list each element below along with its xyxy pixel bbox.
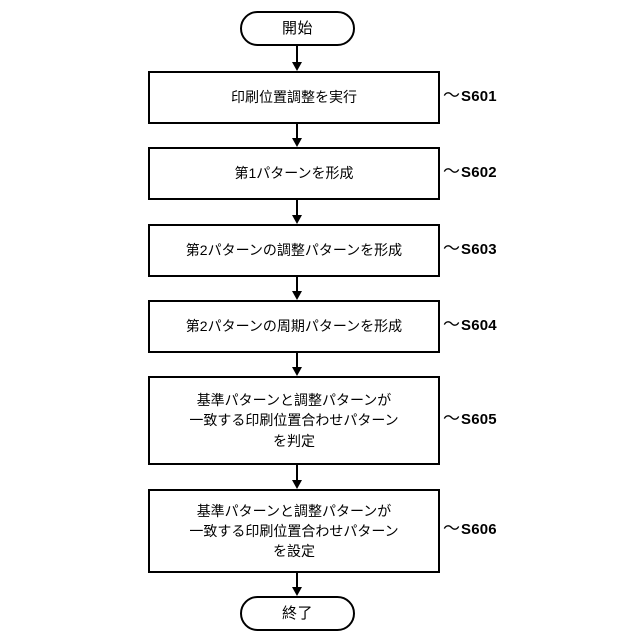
connector-s602-to-s603 xyxy=(296,200,298,215)
arrowhead-s605-to-s606 xyxy=(292,480,302,489)
tilde-icon: 〜 xyxy=(443,162,460,181)
tilde-icon: 〜 xyxy=(443,519,460,538)
step-id-s601: S601 xyxy=(461,88,497,105)
connector-s606-to-end xyxy=(296,573,298,587)
connector-s605-to-s606 xyxy=(296,465,298,480)
process-box-s603-label: 第2パターンの調整パターンを形成 xyxy=(185,242,403,259)
step-label-s605: 〜 S605 xyxy=(443,409,497,428)
step-id-s606: S606 xyxy=(461,521,497,538)
process-box-s604-label: 第2パターンの周期パターンを形成 xyxy=(185,318,403,335)
arrowhead-s603-to-s604 xyxy=(292,291,302,300)
step-id-s602: S602 xyxy=(461,164,497,181)
step-id-s605: S605 xyxy=(461,411,497,428)
connector-s601-to-s602 xyxy=(296,124,298,139)
arrowhead-s606-to-end xyxy=(292,587,302,596)
step-label-s602: 〜 S602 xyxy=(443,162,497,181)
connector-s603-to-s604 xyxy=(296,277,298,292)
tilde-icon: 〜 xyxy=(443,315,460,334)
connector-start-to-s601 xyxy=(296,46,298,63)
arrowhead-s602-to-s603 xyxy=(292,215,302,224)
step-id-s603: S603 xyxy=(461,241,497,258)
process-box-s606-label: 基準パターンと調整パターンが 一致する印刷位置合わせパターン を設定 xyxy=(189,502,399,560)
step-label-s606: 〜 S606 xyxy=(443,519,497,538)
arrowhead-start-to-s601 xyxy=(292,62,302,71)
process-box-s601-label: 印刷位置調整を実行 xyxy=(231,89,357,106)
process-box-s606: 基準パターンと調整パターンが 一致する印刷位置合わせパターン を設定 xyxy=(148,489,440,573)
end-terminator-label: 終了 xyxy=(281,605,313,622)
process-box-s602: 第1パターンを形成 xyxy=(148,147,440,200)
process-box-s602-label: 第1パターンを形成 xyxy=(234,165,354,182)
process-box-s604: 第2パターンの周期パターンを形成 xyxy=(148,300,440,353)
process-box-s603: 第2パターンの調整パターンを形成 xyxy=(148,224,440,277)
start-terminator-label: 開始 xyxy=(281,20,313,37)
arrowhead-s601-to-s602 xyxy=(292,138,302,147)
end-terminator: 終了 xyxy=(240,596,355,631)
step-label-s604: 〜 S604 xyxy=(443,315,497,334)
step-label-s601: 〜 S601 xyxy=(443,86,497,105)
process-box-s601: 印刷位置調整を実行 xyxy=(148,71,440,124)
process-box-s605: 基準パターンと調整パターンが 一致する印刷位置合わせパターン を判定 xyxy=(148,376,440,465)
tilde-icon: 〜 xyxy=(443,86,460,105)
tilde-icon: 〜 xyxy=(443,239,460,258)
process-box-s605-label: 基準パターンと調整パターンが 一致する印刷位置合わせパターン を判定 xyxy=(189,392,399,449)
connector-s604-to-s605 xyxy=(296,353,298,367)
arrowhead-s604-to-s605 xyxy=(292,367,302,376)
step-id-s604: S604 xyxy=(461,317,497,334)
tilde-icon: 〜 xyxy=(443,409,460,428)
step-label-s603: 〜 S603 xyxy=(443,239,497,258)
start-terminator: 開始 xyxy=(240,11,355,46)
